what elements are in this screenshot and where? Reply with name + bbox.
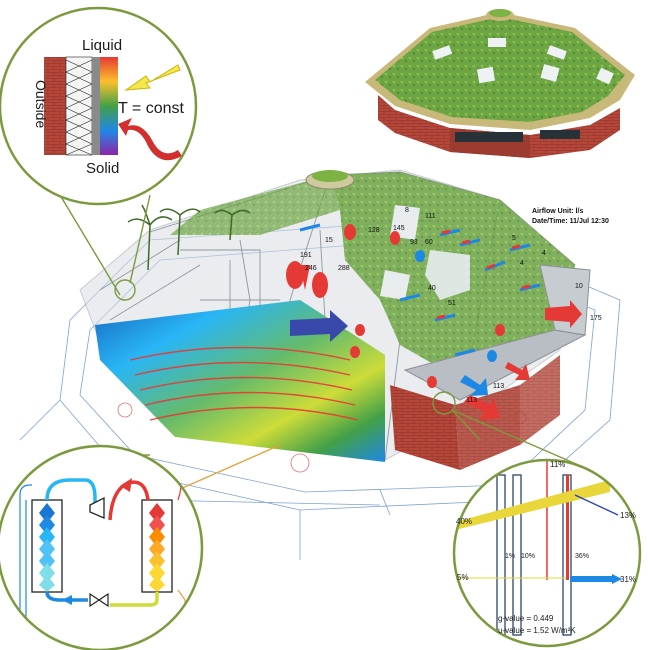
airflow-value: 145: [393, 225, 405, 232]
airflow-value: 4: [542, 250, 546, 257]
airflow-value: 175: [590, 315, 602, 322]
pcm-solid-label: Solid: [86, 160, 119, 177]
pcm-tconst-label: T = const: [118, 100, 185, 117]
glazing-mid-pct-1: 1%: [505, 553, 515, 560]
airflow-value: 51: [448, 300, 456, 307]
flow-direction-arrow-icon: [62, 595, 72, 605]
solar-arrow-icon: [124, 64, 181, 91]
airflow-value: 113: [493, 383, 504, 390]
glass-pane: [512, 474, 522, 636]
airflow-value: 93: [410, 239, 418, 246]
pcm-liquid-label: Liquid: [82, 37, 122, 54]
absorbed-band: [566, 475, 569, 580]
glazing-mid-pct-2: 10%: [521, 553, 535, 560]
glazing-right-pct: 13%: [620, 511, 636, 520]
cutaway-building-model: 111 8 15 128 145 93 60 191 246 288 40 51…: [79, 169, 609, 470]
airflow-value-labels: 111 8 15 128 145 93 60 191 246 288 40 51…: [300, 207, 602, 404]
airflow-datetime-label: Date/Time: 11/Jul 12:30: [532, 218, 609, 225]
airflow-value: 60: [425, 239, 433, 246]
pcm-wall-inset: Liquid Outside T = const Solid: [0, 6, 198, 206]
u-value-label: u-value = 1.52 W/m²K: [498, 626, 576, 635]
exterior-building-render: [365, 9, 635, 158]
airflow-arrows: [286, 223, 582, 420]
airflow-value: 5: [512, 235, 516, 242]
pcm-gradient-layer: [100, 57, 118, 155]
glazing-top-pct: 11%: [550, 460, 565, 469]
evaporator-diamonds: [39, 503, 55, 592]
airflow-value: 246: [305, 265, 317, 272]
heat-pump-inset: [0, 444, 204, 650]
airflow-unit-label: Airflow Unit: l/s: [532, 208, 583, 215]
expansion-valve-icon: [89, 592, 109, 608]
glazing-inset-border: [452, 458, 642, 648]
reflected-ray: [574, 494, 619, 516]
solar-ray-band: [455, 480, 610, 530]
condenser-diamonds: [149, 503, 165, 592]
airflow-value: 10: [575, 283, 583, 290]
heat-wave-icon: [118, 118, 182, 161]
pcm-detail-marker: [114, 279, 136, 301]
airflow-value: 111: [425, 213, 436, 220]
glazing-left-pct: 40%: [456, 517, 472, 526]
airflow-value: 113: [466, 397, 477, 404]
glazing-bottom-left-pct: 5%: [457, 573, 469, 582]
flow-direction-arrow-icon: [120, 478, 132, 492]
glazing-bottom-right-pct: 31%: [620, 575, 636, 584]
outgoing-arrow-icon: [570, 574, 622, 584]
airflow-value: 8: [405, 207, 409, 214]
airflow-value: 191: [300, 252, 312, 259]
glazing-detail-marker: [432, 391, 456, 415]
compressor-icon: [89, 496, 105, 519]
airflow-value: 40: [428, 285, 436, 292]
brick-layer: [44, 57, 66, 155]
heat-pump-inset-border: [0, 444, 204, 650]
airflow-value: 4: [520, 260, 524, 267]
board-layer: [92, 57, 100, 155]
pcm-inset-border: [0, 6, 198, 206]
airflow-value: 15: [325, 237, 333, 244]
heatpump-connector-line: [177, 444, 281, 491]
glazing-mid-pct-3: 36%: [575, 553, 589, 560]
pcm-outside-label: Outside: [33, 80, 49, 128]
glazing-inset: 11% 40% 13% 1% 10% 36% 5% 31% g-value = …: [452, 458, 642, 648]
airflow-value: 128: [368, 227, 380, 234]
g-value-label: g-value = 0.449: [498, 614, 554, 623]
airflow-value: 288: [338, 265, 350, 272]
